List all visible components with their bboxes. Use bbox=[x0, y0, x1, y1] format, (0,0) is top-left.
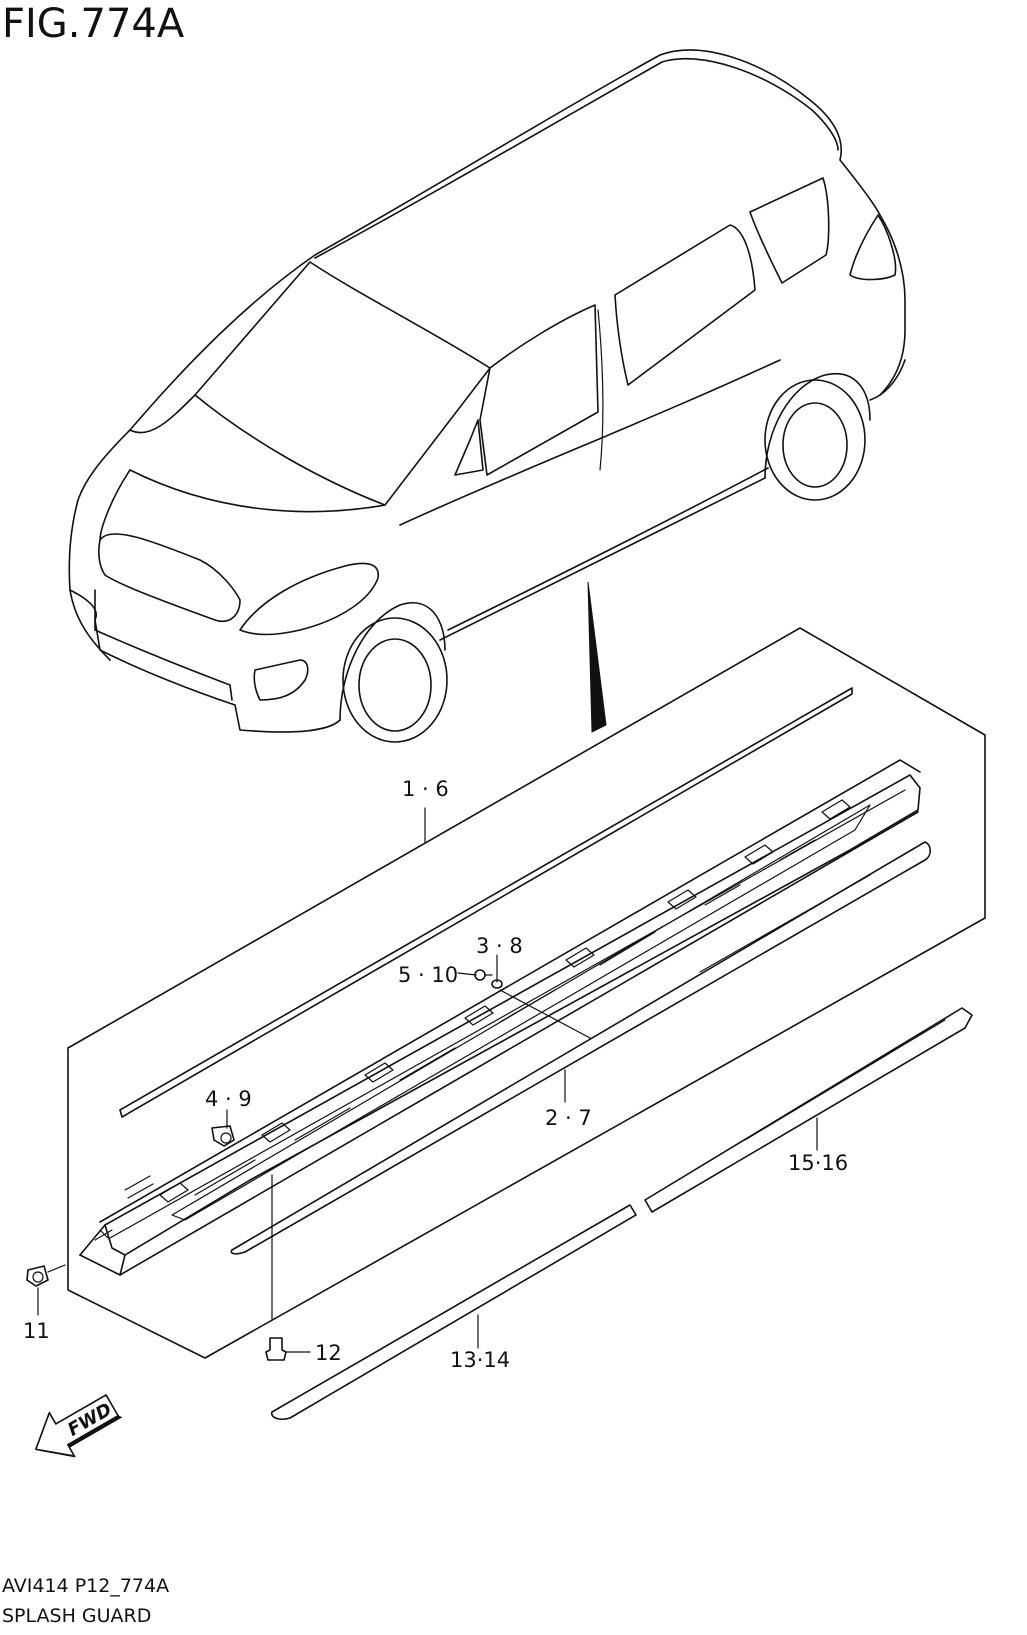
callout-3-8: 3 · 8 bbox=[476, 934, 523, 958]
callout-12: 12 bbox=[315, 1341, 342, 1365]
vehicle-outline bbox=[68, 49, 906, 743]
fastener-5-10-screw bbox=[474, 969, 493, 981]
figure-name: SPLASH GUARD bbox=[2, 1605, 152, 1627]
figure-title: FIG.774A bbox=[2, 1, 185, 47]
location-pointer bbox=[587, 581, 607, 733]
fwd-arrow-icon: FWD bbox=[35, 1394, 123, 1458]
leader-lines bbox=[37, 807, 818, 1353]
callout-15-16: 15·16 bbox=[788, 1151, 848, 1175]
fastener-11-clip bbox=[26, 1265, 49, 1287]
parts-frame bbox=[67, 627, 986, 1359]
part-lower-garnish bbox=[230, 841, 932, 1255]
callout-13-14: 13·14 bbox=[450, 1348, 510, 1372]
callout-11: 11 bbox=[23, 1319, 50, 1343]
fastener-4-9-clip bbox=[211, 1125, 235, 1147]
callout-5-10: 5 · 10 bbox=[398, 963, 458, 987]
fastener-12-bolt bbox=[265, 1337, 287, 1361]
callout-1-6: 1 · 6 bbox=[402, 777, 449, 801]
part-splash-guard bbox=[79, 759, 921, 1276]
figure-code: AVI414 P12_774A bbox=[2, 1575, 170, 1597]
callout-4-9: 4 · 9 bbox=[205, 1087, 252, 1111]
part-upper-molding bbox=[119, 687, 853, 1118]
part-molding-15-16 bbox=[644, 1007, 973, 1213]
part-molding-13-14 bbox=[270, 1204, 637, 1420]
callout-2-7: 2 · 7 bbox=[545, 1106, 592, 1130]
